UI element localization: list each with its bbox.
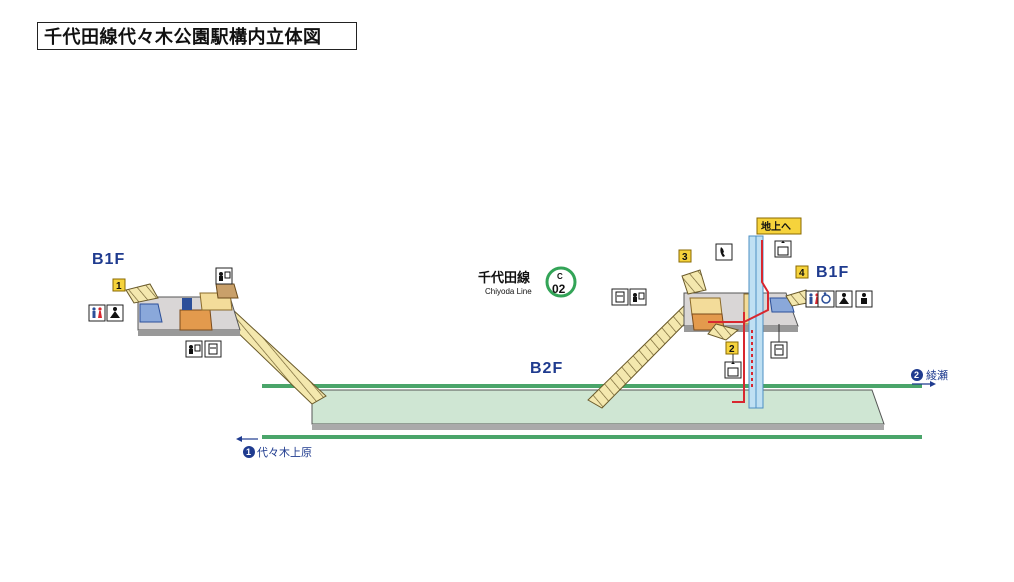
- svg-text:1: 1: [116, 281, 122, 292]
- line-roundel: C 02: [545, 266, 577, 298]
- exit-3-badge[interactable]: 3: [678, 249, 692, 263]
- ticket-office-icon: [629, 288, 647, 306]
- line-name: 千代田線: [478, 270, 531, 286]
- ticket-office-icon: [185, 340, 203, 358]
- floor-label-b2f: B2F: [530, 360, 563, 377]
- svg-text:3: 3: [682, 252, 688, 263]
- ticket-machine-icon: [204, 340, 222, 358]
- svg-text:地上へ: 地上へ: [761, 220, 791, 233]
- phone-icon: [715, 243, 733, 261]
- ticket-machine-icon: [611, 288, 629, 306]
- elevator-icon: [724, 361, 742, 379]
- accessible-route: [708, 240, 769, 403]
- baby-room-icon: [106, 304, 124, 322]
- svg-text:代々木上原: 代々木上原: [257, 446, 312, 459]
- svg-text:4: 4: [799, 268, 805, 279]
- page-title: 千代田線代々木公園駅構内立体図: [37, 22, 357, 50]
- svg-text:2: 2: [729, 344, 735, 355]
- to-ground-label[interactable]: 地上へ: [756, 217, 802, 235]
- svg-text:1: 1: [246, 447, 251, 457]
- exit-2-badge[interactable]: 2: [725, 341, 739, 355]
- floor-label-b1f-right: B1F: [816, 264, 849, 281]
- ticket-office-icon: [215, 267, 233, 285]
- elevator-icon: [774, 240, 792, 258]
- platform-b2f: [311, 389, 885, 430]
- svg-text:綾瀬: 綾瀬: [926, 368, 948, 382]
- ticket-machine-icon: [770, 341, 788, 359]
- left-concourse-b1f: [125, 283, 241, 336]
- baby-room-icon: [835, 290, 853, 308]
- svg-text:C: C: [557, 272, 563, 281]
- svg-text:02: 02: [552, 282, 566, 296]
- toilet-icon: [88, 304, 106, 322]
- elevator-shaft[interactable]: [748, 235, 764, 409]
- right-concourse-b1f: [681, 269, 813, 341]
- exit-4-badge[interactable]: 4: [795, 265, 809, 279]
- accessible-icon: [817, 290, 835, 308]
- baby-room-icon: [855, 290, 873, 308]
- floor-label-b1f-left: B1F: [92, 251, 125, 268]
- line-name-en: Chiyoda Line: [485, 287, 532, 296]
- direction-left: 1 代々木上原: [236, 436, 312, 459]
- exit-1-badge[interactable]: 1: [112, 278, 126, 292]
- svg-text:2: 2: [914, 370, 919, 380]
- direction-right: 2 綾瀬: [911, 368, 948, 387]
